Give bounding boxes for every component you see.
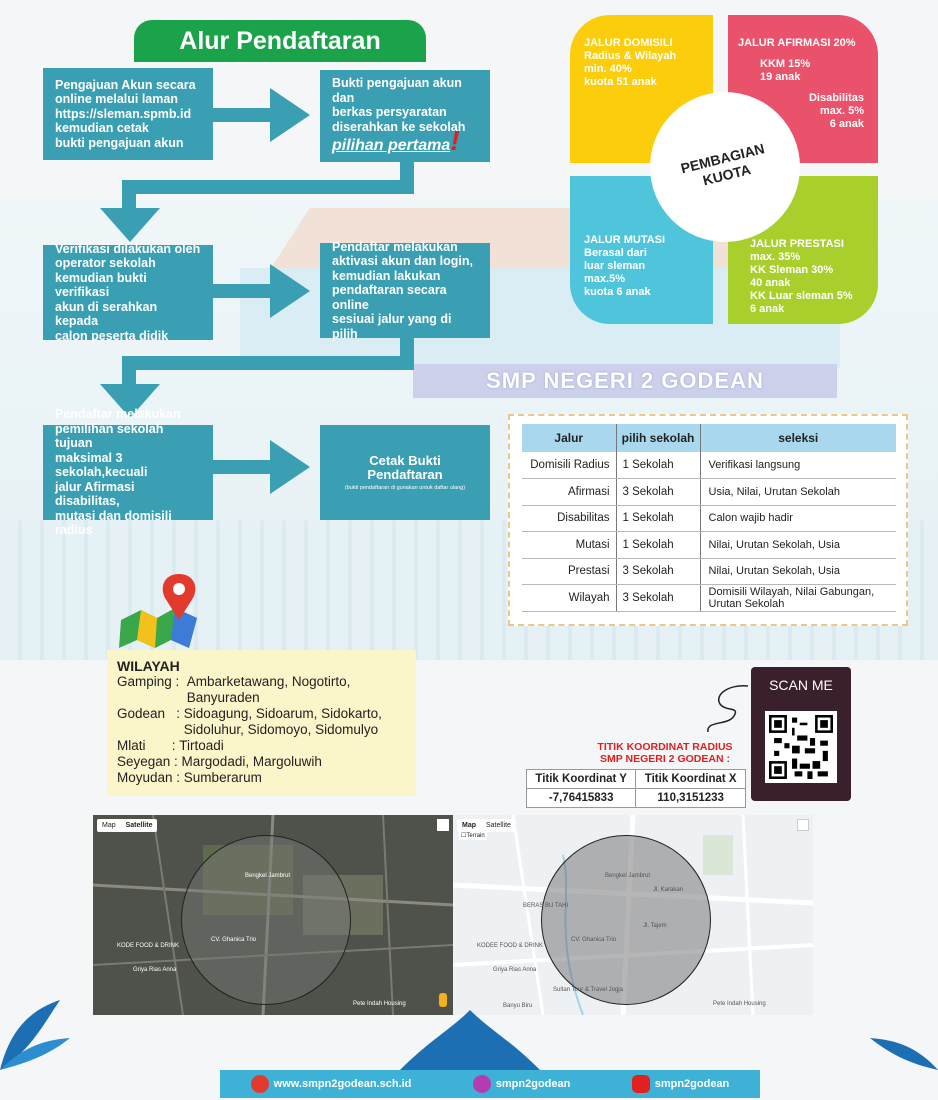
- website-link[interactable]: www.smpn2godean.sch.id: [250, 1075, 411, 1093]
- qr-code-icon[interactable]: [765, 711, 837, 783]
- radius-circle: [181, 835, 351, 1005]
- arrow-connector: [213, 460, 273, 474]
- coordinate-table: Titik Koordinat Y Titik Koordinat X -7,7…: [525, 769, 746, 808]
- map-pin-icon: [119, 574, 197, 648]
- coordinate-title: TITIK KOORDINAT RADIUS SMP NEGERI 2 GODE…: [597, 741, 733, 765]
- exclamation-icon: !: [450, 125, 460, 156]
- table-header-row: Jalur pilih sekolah seleksi: [522, 424, 896, 452]
- table-row: Disabilitas 1 Sekolah Calon wajib hadir: [522, 505, 896, 532]
- arrow-right-icon: [270, 264, 310, 318]
- wilayah-panel: WILAYAH Gamping : Ambarketawang, Nogotir…: [107, 650, 416, 796]
- arrow-down-icon: [100, 208, 160, 242]
- table-row: Prestasi 3 Sekolah Nilai, Urutan Sekolah…: [522, 558, 896, 585]
- arrow-down-icon: [100, 384, 160, 418]
- arrow-connector: [213, 108, 273, 122]
- instagram-icon: [472, 1075, 491, 1093]
- terrain-checkbox[interactable]: ☐Terrain: [459, 831, 487, 840]
- table-row: Domisili Radius 1 Sekolah Verifikasi lan…: [522, 452, 896, 479]
- arrow-connector: [122, 180, 136, 210]
- arrow-connector: [122, 356, 414, 370]
- satellite-map[interactable]: Map Satellite Bengkel Jambrut CV. Ghanic…: [93, 815, 453, 1015]
- table-row: Mutasi 1 Sekolah Nilai, Urutan Sekolah, …: [522, 531, 896, 559]
- table-header-row: Titik Koordinat Y Titik Koordinat X: [525, 769, 746, 789]
- arrow-connector: [122, 180, 414, 194]
- pegman-icon[interactable]: [439, 993, 447, 1007]
- youtube-link[interactable]: smpn2godean: [631, 1075, 729, 1093]
- flow-step-4: Pendaftar melakukan aktivasi akun dan lo…: [320, 240, 490, 341]
- footer-bar: www.smpn2godean.sch.id smpn2godean smpn2…: [220, 1070, 760, 1098]
- swirl-decoration-icon: [707, 685, 749, 733]
- flow-step-6: Cetak Bukti Pendaftaran (bukti pendaftar…: [320, 425, 490, 520]
- flow-step-2: Bukti pengajuan akun dan berkas persyara…: [320, 70, 490, 162]
- fullscreen-icon[interactable]: [797, 819, 809, 831]
- tab-map[interactable]: Map: [102, 822, 116, 829]
- leaf-decoration-icon: [400, 1010, 540, 1070]
- leaf-decoration-icon: [870, 1038, 938, 1070]
- tab-satellite[interactable]: Satellite: [125, 822, 153, 829]
- selection-table: Jalur pilih sekolah seleksi Domisili Rad…: [508, 414, 908, 626]
- instagram-link[interactable]: smpn2godean: [472, 1075, 570, 1093]
- list-item: Seyegan : Margodadi, Margoluwih: [117, 754, 322, 769]
- arrow-right-icon: [270, 88, 310, 142]
- qr-scan-card[interactable]: SCAN ME: [751, 667, 851, 801]
- list-item: Moyudan : Sumberarum: [117, 770, 262, 785]
- tab-satellite[interactable]: Satellite: [486, 822, 511, 829]
- road-map[interactable]: Map Satellite ☐Terrain Bengkel Jambrut C…: [453, 815, 813, 1015]
- flow-step-3: Verifikasi dilakukan oleh operator sekol…: [43, 242, 213, 343]
- quota-center-circle: PEMBAGIAN KUOTA: [650, 92, 800, 242]
- flow-step-1: Pengajuan Akun secara online melalui lam…: [43, 68, 213, 160]
- table-row: -7,76415833 110,3151233: [525, 788, 746, 808]
- list-item: Mlati : Tirtoadi: [117, 738, 224, 753]
- map-type-tabs: Map Satellite: [457, 819, 516, 832]
- page-title: Alur Pendaftaran: [134, 20, 426, 62]
- school-name-sign: SMP NEGERI 2 GODEAN: [413, 364, 837, 398]
- leaf-decoration-icon: [0, 1000, 70, 1070]
- list-item: Godean : Sidoagung, Sidoarum, Sidokarto,…: [117, 706, 382, 737]
- list-item: Gamping : Ambarketawang, Nogotirto, Bany…: [117, 674, 351, 705]
- arrow-right-icon: [270, 440, 310, 494]
- flow-step-5: Pendaftar melakukan pemilihan sekolah tu…: [43, 407, 213, 537]
- youtube-icon: [631, 1075, 650, 1093]
- arrow-connector: [213, 284, 273, 298]
- arrow-connector: [122, 356, 136, 386]
- table-row: Wilayah 3 Sekolah Domisili Wilayah, Nila…: [522, 584, 896, 612]
- map-type-tabs: Map Satellite: [97, 819, 158, 832]
- table-row: Afirmasi 3 Sekolah Usia, Nilai, Urutan S…: [522, 478, 896, 506]
- emphasis-text: pilihan pertama: [332, 137, 451, 154]
- globe-icon: [250, 1075, 269, 1093]
- radius-circle: [541, 835, 711, 1005]
- tab-map[interactable]: Map: [462, 822, 476, 829]
- fullscreen-icon[interactable]: [437, 819, 449, 831]
